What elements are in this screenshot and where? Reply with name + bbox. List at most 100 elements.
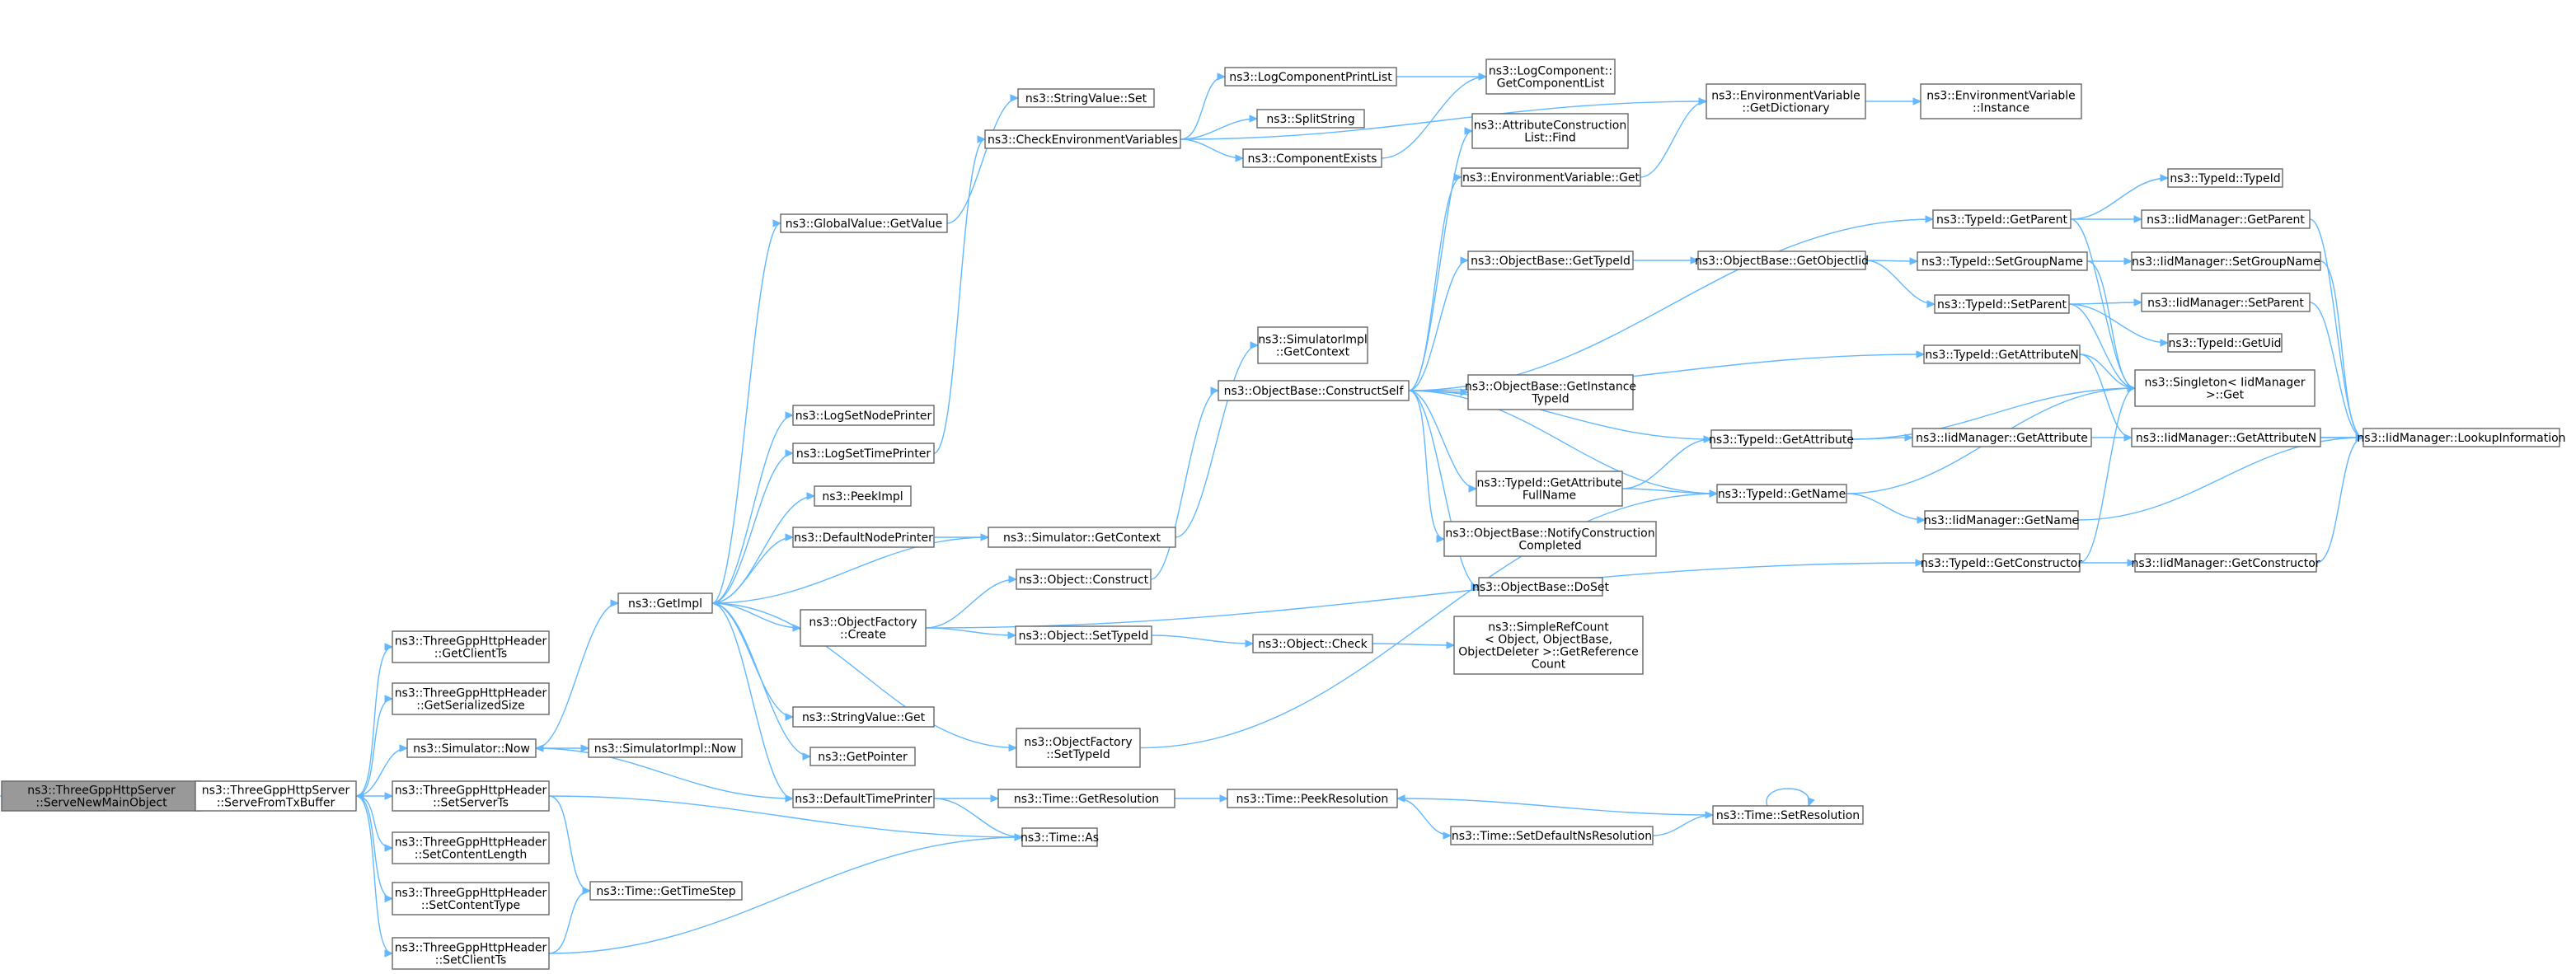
node-type-id-set-parent[interactable]: ns3::TypeId::SetParent <box>1934 294 2070 314</box>
node-env-var-instance[interactable]: ns3::EnvironmentVariable::Instance <box>1920 83 2082 119</box>
node-label: ns3::AttributeConstruction <box>1474 119 1626 133</box>
edge-type-id-get-attribute-to-singleton-get <box>1851 387 2136 440</box>
node-obj-base-get-object-iid[interactable]: ns3::ObjectBase::GetObjectIid <box>1695 251 1869 270</box>
node-set-client-ts[interactable]: ns3::ThreeGppHttpHeader::SetClientTs <box>392 937 550 970</box>
node-iid-get-attribute[interactable]: ns3::IidManager::GetAttribute <box>1912 428 2092 447</box>
node-object-construct[interactable]: ns3::Object::Construct <box>1016 569 1152 590</box>
node-sim-now[interactable]: ns3::Simulator::Now <box>406 738 537 758</box>
edge-object-check-to-simple-ref-count <box>1372 643 1455 646</box>
node-iid-get-constructor[interactable]: ns3::IidManager::GetConstructor <box>2131 553 2320 573</box>
node-peek-impl[interactable]: ns3::PeekImpl <box>814 485 912 507</box>
node-obj-factory-create[interactable]: ns3::ObjectFactory::Create <box>800 609 927 647</box>
node-type-id-get-name[interactable]: ns3::TypeId::GetName <box>1716 484 1847 503</box>
node-obj-base-get-type-id[interactable]: ns3::ObjectBase::GetTypeId <box>1467 251 1634 270</box>
node-obj-base-do-set[interactable]: ns3::ObjectBase::DoSet <box>1472 577 1609 597</box>
node-set-content-length[interactable]: ns3::ThreeGppHttpHeader::SetContentLengt… <box>392 831 550 864</box>
node-log-component-print-list[interactable]: ns3::LogComponentPrintList <box>1224 67 1397 87</box>
node-check-env-vars[interactable]: ns3::CheckEnvironmentVariables <box>984 129 1181 149</box>
node-label: ns3::ObjectBase::ConstructSelf <box>1224 385 1405 398</box>
node-label: ns3::CheckEnvironmentVariables <box>988 133 1178 147</box>
node-time-as[interactable]: ns3::Time::As <box>1021 827 1099 847</box>
node-log-set-time-printer[interactable]: ns3::LogSetTimePrinter <box>792 443 935 464</box>
node-label: ns3::TypeId::GetUid <box>2168 337 2281 350</box>
node-type-id-get-attribute[interactable]: ns3::TypeId::GetAttribute <box>1709 429 1854 449</box>
node-iid-lookup-info[interactable]: ns3::IidManager::LookupInformation <box>2357 428 2566 447</box>
node-get-client-ts[interactable]: ns3::ThreeGppHttpHeader::GetClientTs <box>392 630 550 663</box>
node-get-impl[interactable]: ns3::GetImpl <box>617 592 713 614</box>
node-component-exists[interactable]: ns3::ComponentExists <box>1242 148 1382 168</box>
node-label: ns3::Singleton< IidManager <box>2145 377 2306 390</box>
node-label: ns3::ObjectBase::GetInstance <box>1465 381 1636 394</box>
node-log-set-node-printer[interactable]: ns3::LogSetNodePrinter <box>792 405 935 426</box>
node-box <box>792 405 935 426</box>
node-box <box>1912 428 2092 447</box>
node-string-value-set[interactable]: ns3::StringValue::Set <box>1017 88 1155 108</box>
edge-log-set-time-printer-to-check-env-vars <box>933 138 986 454</box>
node-obj-factory-set-type-id[interactable]: ns3::ObjectFactory::SetTypeId <box>1016 728 1141 768</box>
node-get-serialized-size[interactable]: ns3::ThreeGppHttpHeader::GetSerializedSi… <box>392 682 550 715</box>
node-default-node-printer[interactable]: ns3::DefaultNodePrinter <box>792 527 935 548</box>
node-singleton-get[interactable]: ns3::Singleton< IidManager>::Get <box>2134 369 2316 407</box>
arrowhead <box>990 794 1000 803</box>
node-obj-base-construct-self[interactable]: ns3::ObjectBase::ConstructSelf <box>1218 380 1410 401</box>
node-sim-impl-get-context[interactable]: ns3::SimulatorImpl::GetContext <box>1257 326 1368 364</box>
node-sim-impl-now[interactable]: ns3::SimulatorImpl::Now <box>588 738 743 758</box>
node-box <box>1932 209 2072 229</box>
edge-time-set-resolution-to-time-peek-resolution <box>1396 798 1714 816</box>
node-box <box>1453 616 1644 675</box>
node-type-id-set-group-name[interactable]: ns3::TypeId::SetGroupName <box>1917 251 2088 271</box>
arrowhead <box>1249 115 1259 123</box>
node-box <box>2131 428 2321 447</box>
node-label: ns3::ThreeGppHttpHeader <box>395 687 547 700</box>
node-object-set-type-id[interactable]: ns3::Object::SetTypeId <box>1015 625 1152 645</box>
node-type-id-get-constructor[interactable]: ns3::TypeId::GetConstructor <box>1921 553 2082 573</box>
node-iid-set-parent[interactable]: ns3::IidManager::SetParent <box>2141 293 2311 312</box>
node-set-content-type[interactable]: ns3::ThreeGppHttpHeader::SetContentType <box>392 882 550 915</box>
edge-type-id-get-parent-to-type-id-type-id <box>2070 177 2169 220</box>
edge-obj-factory-create-to-type-id-get-constructor <box>925 562 1924 629</box>
node-log-comp-get-list[interactable]: ns3::LogComponent::GetComponentList <box>1485 59 1616 95</box>
arrowhead <box>2355 433 2365 442</box>
node-iid-get-parent[interactable]: ns3::IidManager::GetParent <box>2141 209 2311 229</box>
node-string-value-get[interactable]: ns3::StringValue::Get <box>792 706 935 728</box>
node-root[interactable]: ns3::ThreeGppHttpServer::ServeNewMainObj… <box>1 780 202 812</box>
edge-get-impl-to-default-time-printer <box>711 602 794 799</box>
node-object-check[interactable]: ns3::Object::Check <box>1252 634 1373 653</box>
node-type-id-get-uid[interactable]: ns3::TypeId::GetUid <box>2167 333 2283 353</box>
node-time-peek-resolution[interactable]: ns3::Time::PeekResolution <box>1227 789 1398 808</box>
node-env-var-get-dict[interactable]: ns3::EnvironmentVariable::GetDictionary <box>1706 83 1866 119</box>
node-env-var-get[interactable]: ns3::EnvironmentVariable::Get <box>1461 167 1641 187</box>
node-time-get-resolution[interactable]: ns3::Time::GetResolution <box>997 789 1175 808</box>
node-label: ns3::IidManager::SetGroupName <box>2132 255 2320 269</box>
node-label: ns3::Time::GetResolution <box>1014 793 1159 806</box>
node-type-id-type-id[interactable]: ns3::TypeId::TypeId <box>2167 168 2283 188</box>
arrowhead <box>1453 173 1463 181</box>
node-global-get-value[interactable]: ns3::GlobalValue::GetValue <box>780 213 948 233</box>
node-iid-set-group-name[interactable]: ns3::IidManager::SetGroupName <box>2131 251 2321 271</box>
node-iid-get-attribute-n[interactable]: ns3::IidManager::GetAttributeN <box>2131 428 2321 447</box>
node-sim-get-context[interactable]: ns3::Simulator::GetContext <box>988 527 1176 548</box>
node-box <box>2363 428 2560 447</box>
edge-serve-from-tx-to-set-client-ts <box>355 795 393 954</box>
node-get-time-step[interactable]: ns3::Time::GetTimeStep <box>589 881 743 901</box>
node-type-id-get-attribute-n[interactable]: ns3::TypeId::GetAttributeN <box>1923 344 2081 364</box>
arrowhead <box>2160 174 2170 182</box>
node-split-string[interactable]: ns3::SplitString <box>1256 109 1365 129</box>
node-simple-ref-count[interactable]: ns3::SimpleRefCount< Object, ObjectBase,… <box>1453 616 1644 675</box>
arrowhead <box>384 844 394 852</box>
arrowhead <box>785 713 795 721</box>
node-time-set-default-ns-res[interactable]: ns3::Time::SetDefaultNsResolution <box>1450 826 1654 845</box>
node-box <box>1227 789 1398 808</box>
node-type-id-get-parent[interactable]: ns3::TypeId::GetParent <box>1932 209 2072 229</box>
node-obj-base-notify-constr[interactable]: ns3::ObjectBase::NotifyConstructionCompl… <box>1443 521 1657 557</box>
node-default-time-printer[interactable]: ns3::DefaultTimePrinter <box>792 789 935 808</box>
node-get-pointer[interactable]: ns3::GetPointer <box>809 747 916 766</box>
node-serve-from-tx[interactable]: ns3::ThreeGppHttpServer::ServeFromTxBuff… <box>195 780 357 812</box>
function-nodes: ns3::ThreeGppHttpServer::ServeNewMainObj… <box>1 59 2566 970</box>
node-iid-get-name[interactable]: ns3::IidManager::GetName <box>1924 510 2079 530</box>
node-set-server-ts[interactable]: ns3::ThreeGppHttpHeader::SetServerTs <box>392 780 550 812</box>
node-time-set-resolution[interactable]: ns3::Time::SetResolution <box>1712 805 1864 825</box>
